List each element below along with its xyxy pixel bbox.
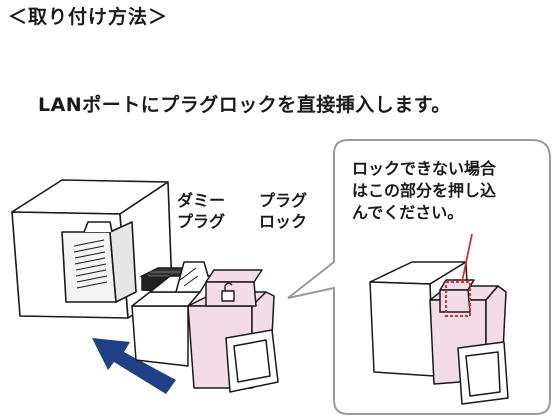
plug-lock-label-line-1: プラグ (258, 191, 307, 210)
push-area-highlight (445, 233, 473, 317)
dummy-plug-label-line-2: プラグ (176, 212, 225, 231)
zoomed-plug-lock (429, 279, 509, 405)
plug-lock-label: プラグ ロック (248, 190, 318, 232)
unlock-symbol-icon (221, 282, 235, 302)
plug-body (131, 261, 211, 367)
callout-line-2: はこの部分を押し込 (352, 181, 497, 200)
dummy-plug-label-line-1: ダミー (176, 191, 225, 210)
callout-line-3: んでください。 (352, 203, 464, 222)
dummy-plug-label: ダミー プラグ (166, 190, 236, 232)
arrow-icon (92, 338, 176, 394)
page-heading: ＜取り付け方法＞ (8, 6, 169, 28)
instruction-text: LANポートにプラグロックを直接挿入します。 (38, 94, 451, 116)
plug-lock (187, 269, 279, 393)
callout-line-1: ロックできない場合 (352, 159, 497, 178)
callout-text: ロックできない場合 はこの部分を押し込 んでください。 (352, 158, 542, 224)
plug-lock-label-line-2: ロック (258, 212, 307, 231)
